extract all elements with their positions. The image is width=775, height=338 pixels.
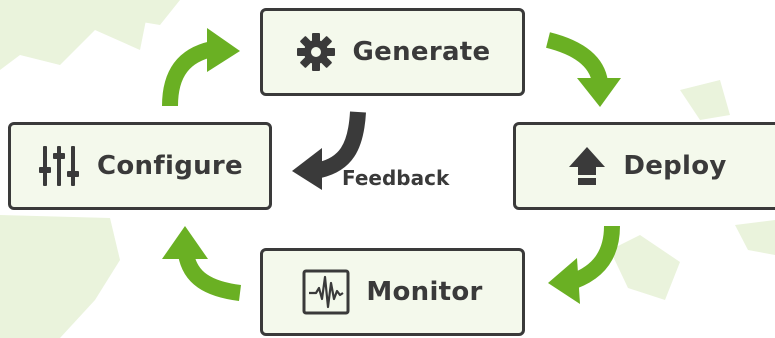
stage-deploy[interactable]: Deploy <box>513 122 775 210</box>
arrow-deploy-to-monitor <box>548 225 620 304</box>
bg-shape-bottom-left <box>0 215 120 338</box>
stage-label-configure: Configure <box>97 151 243 181</box>
arrow-configure-to-generate <box>162 28 240 107</box>
sliders-icon <box>37 143 81 189</box>
stage-label-deploy: Deploy <box>623 151 727 181</box>
bg-shape-right-3 <box>735 220 775 255</box>
bg-shape-top-2 <box>120 0 180 25</box>
stage-label-generate: Generate <box>352 37 491 67</box>
bg-shape-top-left <box>0 0 150 70</box>
stage-configure[interactable]: Configure <box>8 122 272 210</box>
waveform-monitor-icon <box>302 269 350 315</box>
arrow-monitor-to-configure <box>162 226 242 301</box>
gear-icon <box>295 31 337 73</box>
upload-arrow-icon <box>567 145 607 187</box>
bg-shape-right-1 <box>610 235 680 300</box>
stage-monitor[interactable]: Monitor <box>260 248 525 336</box>
feedback-arrow <box>292 111 366 190</box>
bg-shape-right-2 <box>680 80 730 120</box>
feedback-label: Feedback <box>342 166 450 190</box>
stage-generate[interactable]: Generate <box>260 8 525 96</box>
arrow-generate-to-deploy <box>545 32 621 107</box>
stage-label-monitor: Monitor <box>366 277 483 307</box>
